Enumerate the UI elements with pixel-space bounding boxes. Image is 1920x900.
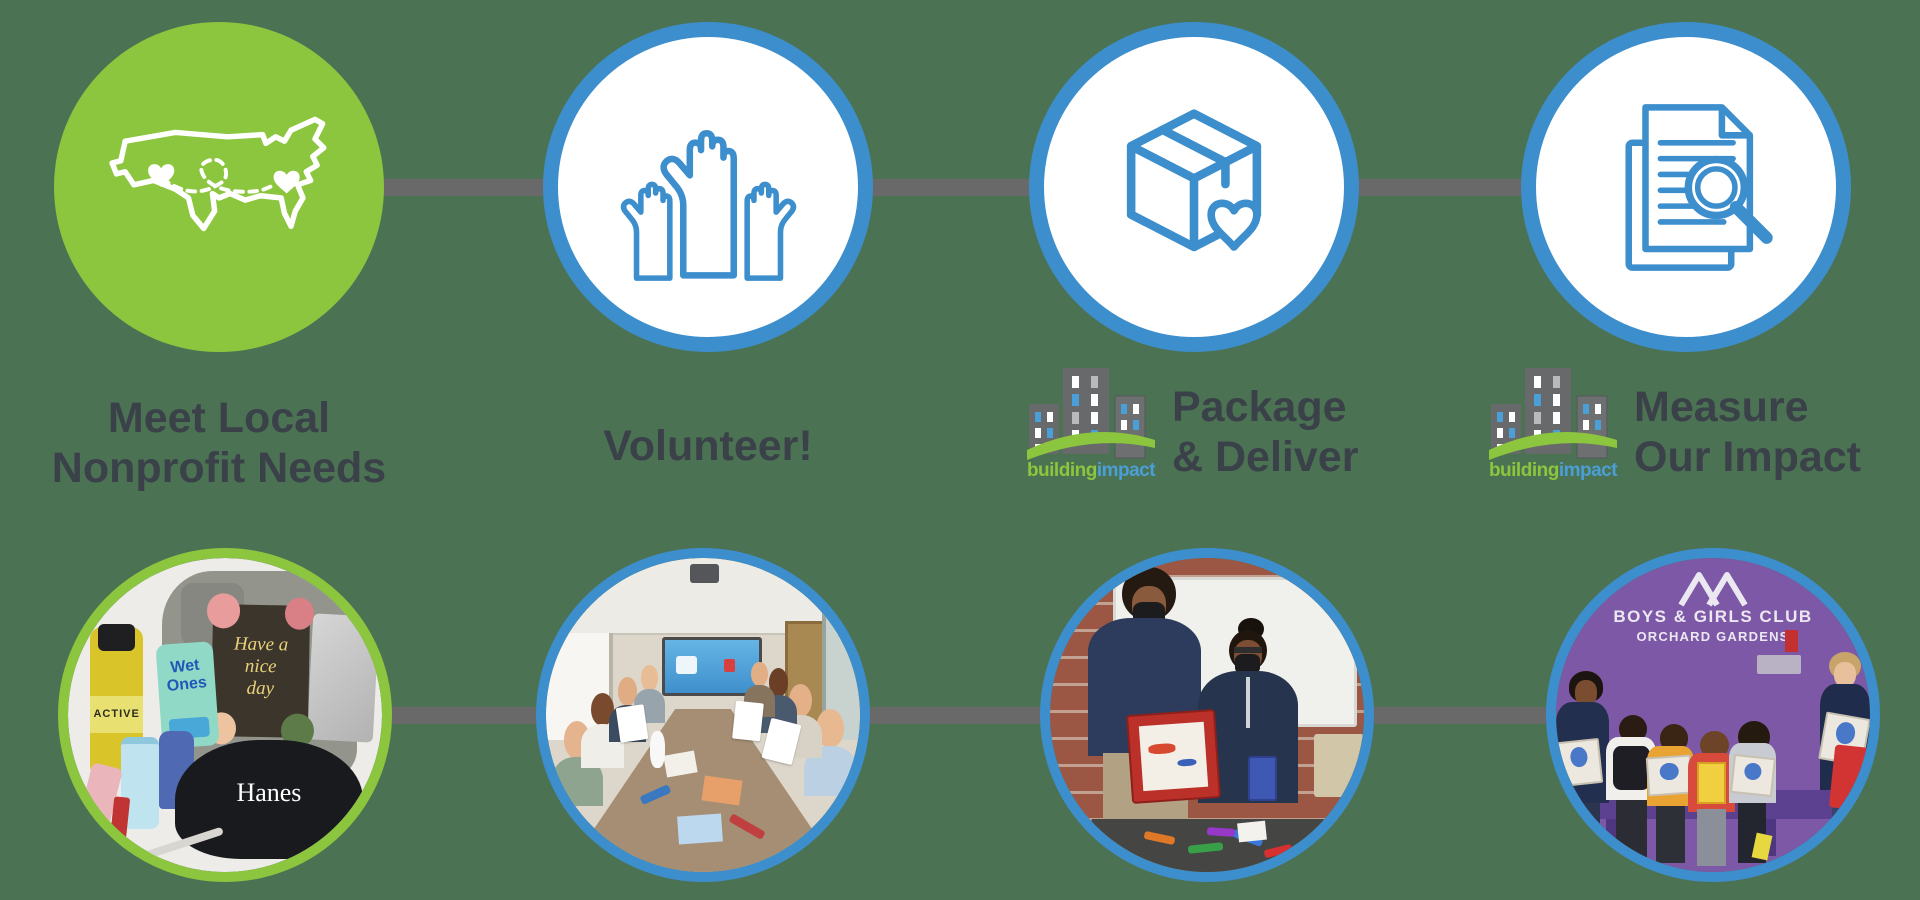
care-package-scene: Have a nice day ACTIVE Wet Ones Hanes xyxy=(68,558,382,872)
game-box-art-shape xyxy=(1138,721,1208,791)
paper-shape xyxy=(1237,820,1268,843)
step-circle-measure-impact xyxy=(1521,22,1851,352)
tv-screen-shape xyxy=(662,636,763,696)
step-label-volunteer: Volunteer! xyxy=(489,421,927,471)
screen-graphic-shape xyxy=(676,655,698,674)
notebook-cover-text: Have a nice day xyxy=(234,633,289,700)
game-box-art-shape xyxy=(1147,743,1176,755)
person-head-shape xyxy=(641,664,658,691)
gift-box-shape xyxy=(1556,738,1604,787)
gift-box-shape xyxy=(1729,753,1776,797)
screen-graphic-shape xyxy=(723,658,735,672)
person-head-shape xyxy=(1833,661,1856,687)
step-label-line: Our Impact xyxy=(1634,433,1861,481)
projector-shape xyxy=(690,564,719,584)
gift-box-art-shape xyxy=(1659,762,1679,781)
tshirt-shape: Hanes xyxy=(174,740,364,860)
top-connector-line xyxy=(219,179,1686,196)
shelf-shape xyxy=(1313,733,1364,797)
person-legs-shape xyxy=(1562,802,1600,872)
bottle-label-text: ACTIVE xyxy=(89,696,144,733)
step-circle-package-deliver xyxy=(1029,22,1359,352)
red-bag-shape xyxy=(1829,744,1870,811)
person-legs-shape xyxy=(1656,806,1685,863)
greeting-card-shape xyxy=(615,703,649,742)
logo-word-building: building xyxy=(1488,460,1559,481)
logo-word-impact: impact xyxy=(1096,460,1156,481)
game-box-shape xyxy=(1125,708,1221,804)
person-legs-shape xyxy=(1615,799,1648,863)
step-label-line: Measure xyxy=(1634,383,1809,431)
shirt-brand-text: Hanes xyxy=(236,777,302,807)
person-legs-shape xyxy=(1697,809,1726,866)
fire-alarm-shape xyxy=(1785,630,1798,653)
step-label-line: Nonprofit Needs xyxy=(51,444,387,492)
building-impact-logo-icon xyxy=(1027,368,1155,460)
step-label-line: Volunteer! xyxy=(603,422,813,470)
box-heart-icon xyxy=(1126,109,1262,252)
step-label-group-package-deliver: buildingimpact Package & Deliver xyxy=(1026,362,1358,482)
person-head-shape xyxy=(617,677,638,707)
photo-impact: BOYS & GIRLS CLUB ORCHARD GARDENS xyxy=(1546,548,1880,882)
building-impact-wordmark: buildingimpact xyxy=(1026,460,1156,482)
photo-care-package: Have a nice day ACTIVE Wet Ones Hanes xyxy=(58,548,392,882)
step-label-line: Meet Local xyxy=(107,394,331,442)
step-circle-meet-local xyxy=(54,22,384,352)
raised-hands-icon xyxy=(601,86,816,288)
us-map-hearts-icon xyxy=(109,116,327,232)
person-head-shape xyxy=(768,667,789,697)
game-box-art-shape xyxy=(1176,757,1197,767)
book-shape xyxy=(1697,762,1727,804)
building-impact-wordmark: buildingimpact xyxy=(1488,460,1618,482)
logo-word-building: building xyxy=(1026,460,1097,481)
gift-box-art-shape xyxy=(1743,761,1763,781)
boys-girls-club-scene: BOYS & GIRLS CLUB ORCHARD GARDENS xyxy=(1556,558,1870,872)
small-toy-shape xyxy=(1247,755,1277,801)
face-mask-shape xyxy=(1235,653,1261,675)
water-bottle-shape xyxy=(649,730,666,769)
gift-box-art-shape xyxy=(1834,720,1857,746)
gift-box-art-shape xyxy=(1569,745,1589,768)
step-label-package-deliver: Package & Deliver xyxy=(1172,382,1358,482)
bench-leg-shape xyxy=(1606,818,1619,857)
step-label-line: & Deliver xyxy=(1172,433,1359,481)
wall-text-line2: ORCHARD GARDENS xyxy=(1636,628,1790,644)
person-head-shape xyxy=(1574,680,1597,706)
wipes-brand-text: Wet Ones xyxy=(166,656,208,695)
wall-clock-shape xyxy=(1756,655,1801,675)
jacket-shape xyxy=(1612,746,1651,791)
silver-pouch-shape xyxy=(306,612,379,742)
photo-volunteer-meeting xyxy=(536,548,870,882)
bottom-connector-line xyxy=(225,707,1713,724)
person-head-shape xyxy=(591,693,614,727)
lip-balm-shape xyxy=(109,795,130,842)
table-shape xyxy=(1083,818,1364,872)
documents-magnifier-icon xyxy=(1624,103,1773,271)
photo-delivery xyxy=(1040,548,1374,882)
notebook-shape: Have a nice day xyxy=(207,593,315,749)
club-logo-icon xyxy=(1678,572,1748,607)
delivery-scene xyxy=(1050,558,1364,872)
step-label-line: Package xyxy=(1172,383,1347,431)
jacket-zipper-shape xyxy=(1246,677,1251,728)
step-label-measure-impact: Measure Our Impact xyxy=(1634,382,1861,482)
step-label-meet-local: Meet Local Nonprofit Needs xyxy=(0,393,438,493)
gift-box-shape xyxy=(1645,754,1694,796)
building-impact-logo: buildingimpact xyxy=(1488,362,1618,482)
glasses-shape xyxy=(1233,647,1262,653)
volunteer-meeting-scene xyxy=(546,558,860,872)
building-impact-logo: buildingimpact xyxy=(1026,362,1156,482)
flower-decoration xyxy=(207,593,242,629)
wall-text-line1: BOYS & GIRLS CLUB xyxy=(1613,606,1813,626)
person-head-shape xyxy=(751,661,768,687)
step-circle-volunteer xyxy=(543,22,873,352)
bottle-cap-shape xyxy=(97,624,136,652)
building-impact-logo-icon xyxy=(1489,368,1617,460)
step-label-group-measure-impact: buildingimpact Measure Our Impact xyxy=(1488,362,1861,482)
craft-paper-shape xyxy=(676,813,723,846)
greeting-card-shape xyxy=(732,701,765,742)
craft-paper-shape xyxy=(701,775,743,806)
logo-word-impact: impact xyxy=(1558,460,1618,481)
